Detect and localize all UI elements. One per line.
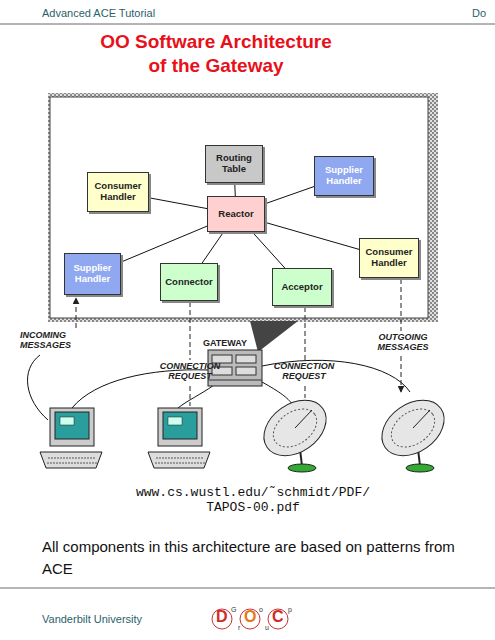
footer-rule bbox=[0, 588, 495, 589]
slide-title: OO Software Architecture of the Gateway bbox=[91, 30, 341, 78]
component-name: Reactor bbox=[218, 209, 253, 220]
satellite-dish bbox=[253, 389, 336, 472]
logo-letter: O bbox=[244, 608, 258, 626]
header-text: Advanced ACE Tutorial bbox=[42, 7, 242, 20]
logo-letter: C bbox=[272, 608, 286, 626]
component-box: Connector bbox=[160, 263, 218, 301]
component-box: Consumer Handler bbox=[87, 172, 149, 212]
component-name: Consumer Handler bbox=[88, 181, 148, 203]
flow-label: INCOMING MESSAGES bbox=[20, 330, 90, 351]
logo-letter: r bbox=[238, 624, 246, 632]
logo-letter: u bbox=[265, 624, 273, 632]
connector-line bbox=[234, 183, 236, 196]
component-name: Supplier Handler bbox=[315, 165, 373, 187]
component-box: Consumer Handler bbox=[359, 238, 419, 278]
flow-label: CONNECTION REQUEST bbox=[152, 361, 228, 382]
computer-icon bbox=[148, 408, 210, 468]
callout-pointer bbox=[250, 321, 298, 352]
connector-line bbox=[121, 226, 207, 262]
footer-text: Vanderbilt University bbox=[42, 613, 202, 626]
component-box: Routing Table bbox=[205, 145, 263, 183]
header-rule bbox=[0, 24, 495, 25]
body-text: All components in this architecture are … bbox=[42, 536, 482, 580]
logo-letter: G bbox=[231, 606, 239, 614]
component-box: Supplier Handler bbox=[314, 156, 374, 196]
component-name: Consumer Handler bbox=[360, 247, 418, 269]
gateway-frame bbox=[48, 93, 438, 322]
component-box: Acceptor bbox=[272, 268, 332, 306]
connector-line bbox=[149, 198, 207, 209]
connector-line bbox=[265, 187, 314, 204]
component-box: Supplier Handler bbox=[64, 253, 121, 295]
component-name: Connector bbox=[165, 277, 213, 288]
component-name: Routing Table bbox=[206, 153, 262, 175]
logo-letter: o bbox=[259, 606, 267, 614]
component-box: Reactor bbox=[207, 196, 265, 232]
callout-label: GATEWAY bbox=[203, 338, 263, 348]
header-text: Do bbox=[472, 7, 495, 20]
connector-line bbox=[265, 222, 359, 249]
connector-line bbox=[202, 232, 223, 263]
logo-frame bbox=[212, 609, 288, 629]
computer-icon bbox=[40, 408, 102, 468]
connector-line bbox=[252, 232, 285, 268]
logo-letter: p bbox=[288, 606, 296, 614]
flow-label: CONNECTION REQUEST bbox=[266, 361, 342, 382]
flow-label: OUTGOING MESSAGES bbox=[368, 332, 438, 353]
url-text: www.cs.wustl.edu/˜schmidt/PDF/ TAPOS-00.… bbox=[122, 486, 384, 516]
component-name: Acceptor bbox=[281, 282, 322, 293]
logo-letter: D bbox=[216, 608, 230, 626]
dashed-leaders bbox=[76, 279, 401, 406]
component-name: Supplier Handler bbox=[65, 263, 120, 285]
satellite-dish bbox=[371, 389, 454, 472]
